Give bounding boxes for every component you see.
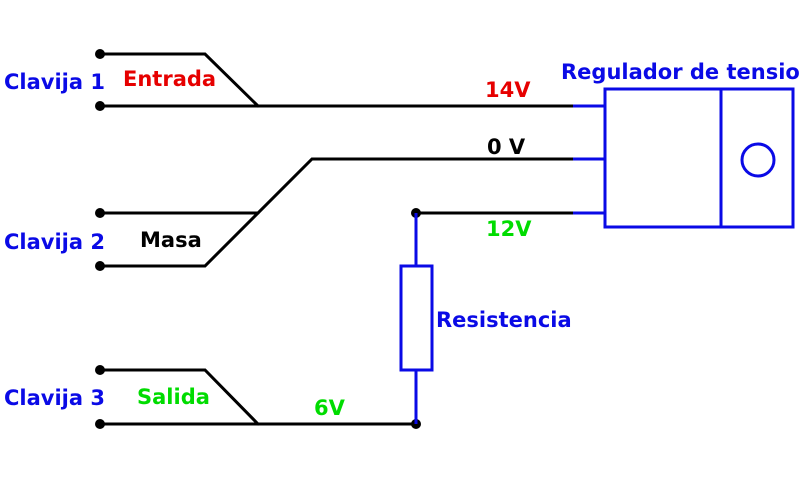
voltage-12v-label: 12V	[486, 217, 532, 241]
pin2-label: Clavija 2	[4, 230, 105, 254]
pin1-bottom-terminal	[95, 101, 105, 111]
pin3-bridge-wire	[98, 368, 260, 426]
regulator-mounting-hole-icon	[740, 142, 776, 178]
voltage-14v-label: 14V	[485, 78, 531, 102]
pin3-label: Clavija 3	[4, 386, 105, 410]
pin3-top-terminal	[95, 365, 105, 375]
pin2-bottom-terminal	[95, 261, 105, 271]
resistor-body	[399, 264, 434, 372]
pin1-top-terminal	[95, 49, 105, 59]
voltage-0v-label: 0 V	[487, 135, 526, 159]
pin1-bridge-wire	[98, 52, 260, 108]
input-label: Entrada	[123, 67, 216, 91]
regulator-body	[603, 87, 795, 229]
voltage-6v-label: 6V	[314, 396, 346, 420]
pin1-label: Clavija 1	[4, 70, 105, 94]
pin2-top-terminal	[95, 208, 105, 218]
ground-label: Masa	[140, 228, 202, 252]
ground-crossover-wire	[98, 157, 607, 268]
regulator-label: Regulador de tension	[561, 60, 800, 84]
output-label: Salida	[137, 385, 210, 409]
resistor-label: Resistencia	[436, 308, 572, 332]
pin3-bottom-terminal	[95, 419, 105, 429]
